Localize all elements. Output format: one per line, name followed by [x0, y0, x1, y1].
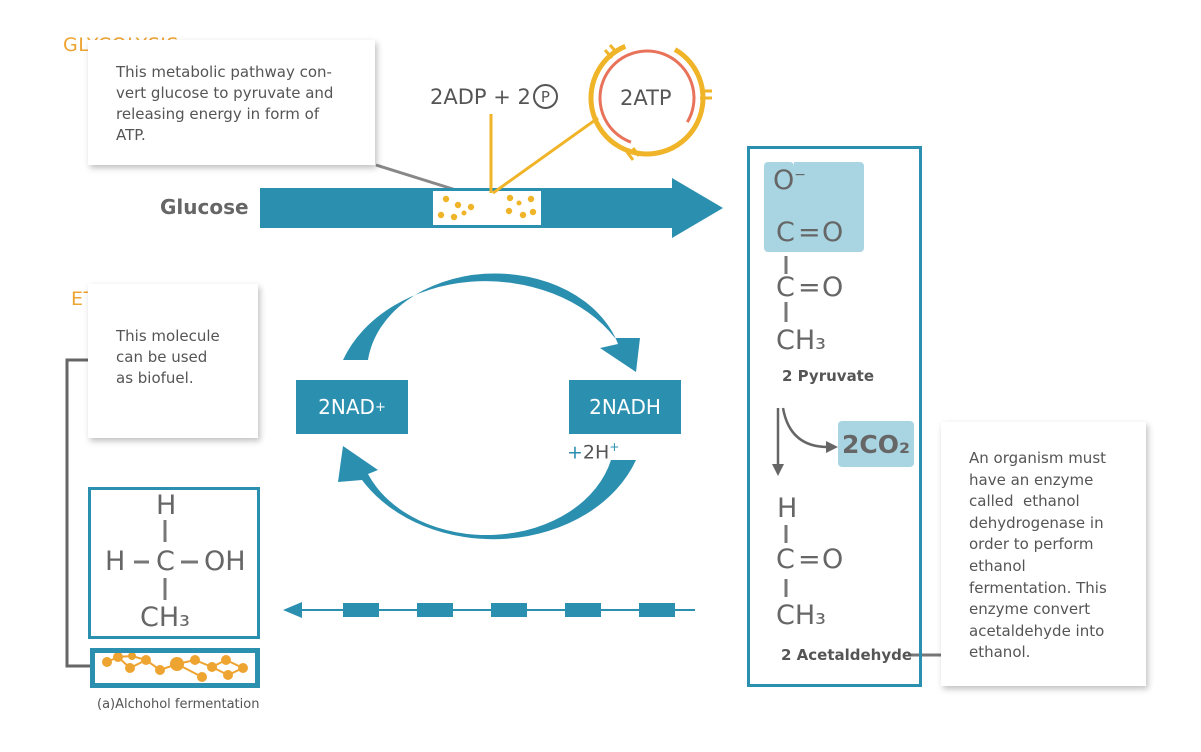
- glucose-label: Glucose: [160, 195, 249, 219]
- acetaldehyde-ch3: CH₃: [776, 600, 826, 631]
- ethanol-h-top: H: [156, 490, 177, 521]
- pyruvate-c1: C: [776, 217, 795, 248]
- enzyme-note-line: order to perform: [969, 535, 1094, 554]
- ethanol-desc-line: as biofuel.: [116, 369, 194, 387]
- enzyme-note-line: dehydrogenase in: [969, 513, 1104, 532]
- ethanol-oh: OH: [204, 546, 246, 577]
- pyruvate-eq1: =: [798, 217, 821, 248]
- h-plus-text: 2H: [582, 441, 610, 464]
- acetaldehyde-label: 2 Acetaldehyde: [781, 646, 913, 664]
- nad-superscript: +: [374, 399, 386, 415]
- pyruvate-o-minus: O−: [773, 165, 806, 196]
- ethanol-description: This molecule can be used as biofuel.: [116, 326, 220, 389]
- ethanol-bonds: [134, 520, 198, 600]
- enzyme-note-line: have an enzyme: [969, 470, 1094, 489]
- ethanol-bracket: [65, 358, 92, 668]
- ethanol-h-left: H: [105, 546, 126, 577]
- atp-label: 2ATP: [620, 86, 672, 110]
- ethanol-structure-box: [88, 487, 260, 639]
- acetaldehyde-c: C: [776, 544, 795, 575]
- highlight-top: [764, 162, 794, 198]
- arrow-down-icon: [772, 464, 784, 476]
- pyruvate-panel: [747, 146, 922, 687]
- glycolysis-card: This metabolic pathway con- vert glucose…: [88, 40, 375, 165]
- enzyme-note-text: An organism must have an enzyme called e…: [969, 448, 1107, 664]
- pyruvate-eq2: =: [798, 272, 821, 303]
- phosphate-icon: P: [532, 84, 558, 109]
- nad-cycle-arrows: [338, 273, 640, 540]
- glycolysis-description: This metabolic pathway con- vert glucose…: [116, 62, 366, 146]
- pyruvate-o2: O: [822, 272, 844, 303]
- adp-text: 2ADP + 2: [430, 84, 531, 109]
- energy-particles: [437, 194, 537, 221]
- atp-connector: [492, 116, 599, 195]
- glycolysis-desc-line: ATP.: [116, 126, 146, 144]
- co2-release-arrow: [776, 407, 831, 466]
- glycolysis-desc-line: vert glucose to pyruvate and: [116, 84, 334, 102]
- nadh-label: 2NADH: [589, 395, 661, 419]
- glycolysis-desc-line: releasing energy in form of: [116, 105, 320, 123]
- pyruvate-ch3: CH₃: [776, 325, 826, 356]
- adp-label: 2ADP + 2 P: [430, 84, 558, 109]
- molecule-strip-box: [90, 648, 260, 688]
- molecule-chain-icon: [102, 652, 248, 682]
- ethanol-card: This molecule can be used as biofuel.: [88, 284, 258, 438]
- ethanol-desc-line: This molecule: [116, 327, 220, 345]
- ethanol-c: C: [156, 546, 175, 577]
- glucose-window: [433, 191, 541, 225]
- arrow-right-icon: [826, 441, 838, 453]
- enzyme-note-line: acetaldehyde into: [969, 621, 1105, 640]
- nadh-box: 2NADH: [569, 380, 681, 434]
- h-plus-superscript: +: [609, 440, 620, 454]
- glycolysis-connector: [375, 163, 457, 192]
- nad-box: 2NAD+: [296, 380, 408, 434]
- pyruvate-o-superscript: −: [794, 167, 806, 183]
- enzyme-note-card: An organism must have an enzyme called e…: [941, 422, 1146, 686]
- pyruvate-c2: C: [776, 272, 795, 303]
- figure-caption: (a)Alchohol fermentation: [97, 697, 260, 712]
- pyruvate-label: 2 Pyruvate: [782, 367, 875, 385]
- enzyme-note-line: ethanol: [969, 556, 1026, 575]
- pyruvate-o-minus-text: O: [773, 165, 795, 196]
- enzyme-note-line: enzyme convert: [969, 600, 1091, 619]
- glycolysis-desc-line: This metabolic pathway con-: [116, 63, 332, 81]
- enzyme-note-line: ethanol.: [969, 643, 1031, 662]
- acetaldehyde-o: O: [822, 544, 844, 575]
- return-arrow: [283, 602, 695, 618]
- acetaldehyde-eq: =: [798, 544, 821, 575]
- co2-badge: 2CO₂: [838, 421, 914, 467]
- nad-label: 2NAD: [318, 395, 375, 419]
- acetaldehyde-h: H: [777, 493, 798, 524]
- enzyme-note-line: An organism must: [969, 449, 1107, 467]
- pyruvate-o1: O: [822, 217, 844, 248]
- ethanol-desc-line: can be used: [116, 348, 208, 366]
- h-plus-label: +2H+: [567, 440, 619, 463]
- enzyme-note-line: called ethanol: [969, 492, 1080, 511]
- atp-rings: [588, 39, 712, 161]
- ethanol-ch3: CH₃: [140, 602, 190, 633]
- h-plus-prefix: +: [567, 441, 583, 464]
- enzyme-note-line: fermentation. This: [969, 578, 1107, 597]
